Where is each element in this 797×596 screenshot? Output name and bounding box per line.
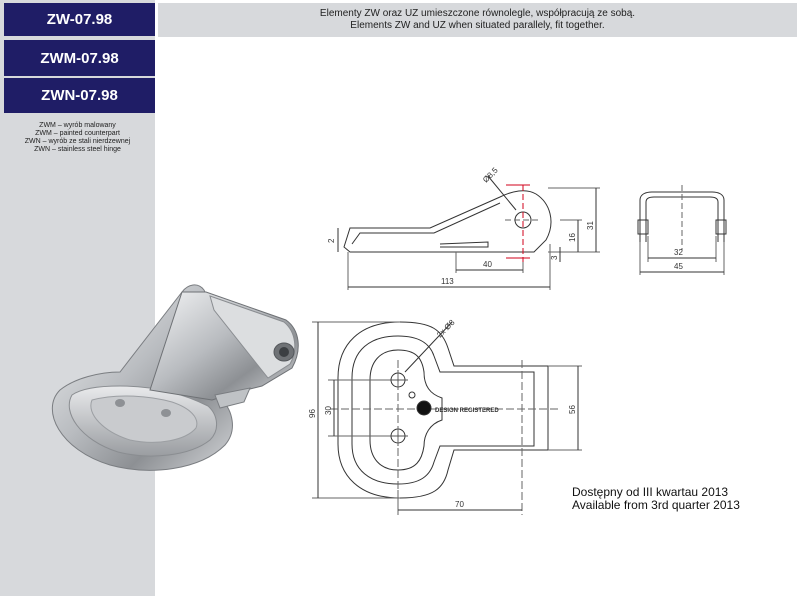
stamp-text: DESIGN REGISTERED: [435, 408, 499, 414]
variant-item: ZWN – wyrób ze stali nierdzewnej: [24, 138, 131, 145]
dim-hole-spacing: 30: [324, 406, 333, 415]
variant-list: ZWM – wyrób malowany ZWM – painted count…: [0, 122, 155, 154]
dim-height-total: 31: [586, 221, 595, 230]
side-view: [337, 175, 600, 290]
dim-hole-diameter: Ø8,5: [481, 165, 500, 184]
availability-note: Dostępny od III kwartau 2013 Available f…: [572, 486, 740, 512]
dim-width-total: 96: [308, 409, 317, 418]
dim-holes-diameter: 2x Ø8: [435, 318, 457, 340]
variant-item: ZWM – painted counterpart: [35, 130, 120, 137]
header-note-pl: Elementy ZW oraz UZ umieszczone równoleg…: [319, 8, 636, 19]
dim-length-hole: 40: [483, 260, 492, 269]
product-code-zw: ZW-07.98: [4, 3, 155, 36]
dim-thickness-left: 2: [327, 238, 336, 243]
dim-height-hole: 16: [568, 233, 577, 242]
header-note-en: Elements ZW and UZ when situated paralle…: [350, 20, 605, 31]
top-view: [312, 321, 582, 515]
product-code-zwm: ZWM-07.98: [4, 40, 155, 76]
variant-item: ZWM – wyrób malowany: [39, 122, 116, 129]
end-view: [637, 185, 727, 275]
dim-thickness-bottom: 3: [550, 255, 559, 260]
dim-length-total: 113: [441, 277, 454, 286]
dim-tongue-length: 70: [455, 500, 464, 509]
product-photo: [51, 284, 299, 471]
availability-en: Available from 3rd quarter 2013: [572, 498, 740, 512]
header-note: Elementy ZW oraz UZ umieszczone równoleg…: [158, 8, 797, 32]
dim-width-tongue: 56: [568, 405, 577, 414]
variant-item: ZWN – stainless steel hinge: [34, 146, 121, 153]
header-band: [158, 3, 797, 37]
dim-outer-width: 45: [674, 262, 683, 271]
product-code-zwn: ZWN-07.98: [4, 78, 155, 113]
dim-inner-width: 32: [674, 248, 683, 257]
availability-pl: Dostępny od III kwartau 2013: [572, 485, 729, 499]
